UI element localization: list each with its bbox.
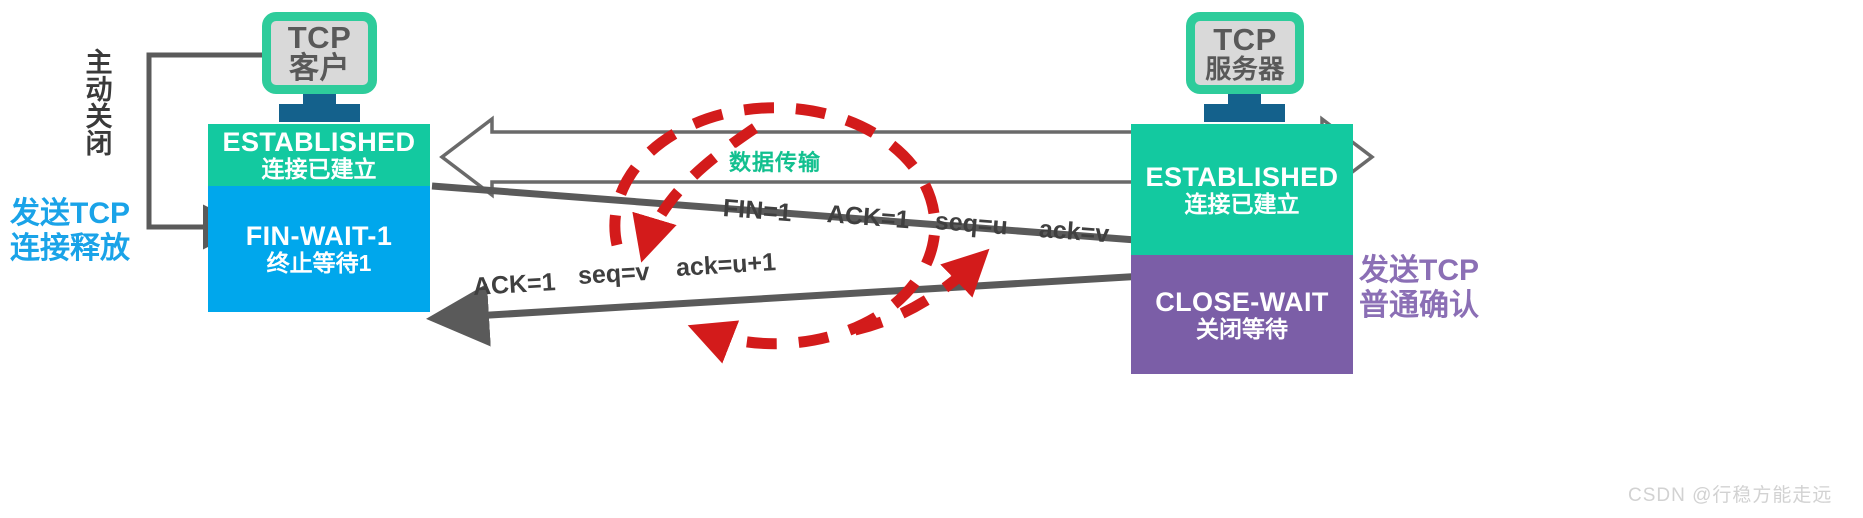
fin-segment-field-seq: seq=u <box>934 207 1009 242</box>
client-monitor-neck <box>303 94 336 107</box>
client-note-line1: 发送TCP <box>10 197 130 230</box>
server-state-established: ESTABLISHED 连接已建立 <box>1131 124 1353 255</box>
data-transfer-label: 数据传输 <box>729 145 821 177</box>
client-state-fin-wait-1: FIN-WAIT-1 终止等待1 <box>208 186 430 312</box>
client-send-release-note: 发送TCP 连接释放 <box>10 196 130 267</box>
fin-segment-field-ack-flag: ACK=1 <box>826 200 911 235</box>
watermark: CSDN @行稳方能走远 <box>1628 480 1832 507</box>
ack-segment-field-ack-text: ack=u+1 <box>675 248 777 282</box>
server-state-established-cn: 连接已建立 <box>1184 190 1300 217</box>
server-note-line2: 普通确认 <box>1359 289 1479 323</box>
client-state-fin-wait-1-cn: 终止等待1 <box>266 250 372 277</box>
fin-segment-field-ack-flag-text: ACK=1 <box>825 200 911 235</box>
server-state-established-en: ESTABLISHED <box>1145 161 1339 192</box>
fin-segment-field-ack-text: ack=v <box>1037 215 1111 249</box>
ack-segment-field-seq-text: seq=v <box>577 257 651 290</box>
ack-segment-field-seq: seq=v <box>577 258 650 291</box>
ack-segment-field-ack: ack=u+1 <box>675 248 777 283</box>
server-monitor-base <box>1204 104 1285 122</box>
server-monitor-neck <box>1228 94 1261 107</box>
client-monitor-line2: 客户 <box>289 51 350 85</box>
active-close-label-text: 主动关闭 <box>81 48 112 156</box>
data-transfer-label-text: 数据传输 <box>729 150 822 175</box>
client-state-fin-wait-1-en: FIN-WAIT-1 <box>245 221 393 251</box>
server-state-close-wait: CLOSE-WAIT 关闭等待 <box>1131 255 1353 374</box>
tcp-server-monitor: TCP 服务器 <box>1186 12 1304 94</box>
client-note-line2: 连接释放 <box>10 232 130 266</box>
ack-segment-field-ack-flag-text: ACK=1 <box>472 268 557 301</box>
client-state-established: ESTABLISHED 连接已建立 <box>208 124 430 186</box>
client-monitor-line1: TCP <box>287 19 352 55</box>
tcp-client-monitor: TCP 客户 <box>262 12 377 94</box>
server-monitor-line2: 服务器 <box>1205 53 1285 84</box>
fin-segment-field-fin: FIN=1 <box>722 194 793 228</box>
server-send-ack-note: 发送TCP 普通确认 <box>1359 253 1479 324</box>
server-monitor-line1: TCP <box>1213 21 1277 57</box>
watermark-text: CSDN @行稳方能走远 <box>1628 485 1833 506</box>
client-state-established-en: ESTABLISHED <box>222 127 416 157</box>
active-close-label: 主动关闭 <box>78 48 111 165</box>
fin-segment-field-fin-text: FIN=1 <box>721 194 793 228</box>
fin-segment-field-ack: ack=v <box>1038 215 1110 249</box>
server-state-close-wait-cn: 关闭等待 <box>1196 315 1288 342</box>
ack-segment-field-ack-flag: ACK=1 <box>472 268 556 302</box>
client-state-established-cn: 连接已建立 <box>261 156 377 183</box>
fin-segment-field-seq-text: seq=u <box>933 207 1009 241</box>
server-state-close-wait-en: CLOSE-WAIT <box>1155 286 1329 317</box>
dashed-red-circle <box>609 102 990 364</box>
client-monitor-base <box>279 104 360 122</box>
server-note-line1: 发送TCP <box>1359 254 1479 287</box>
